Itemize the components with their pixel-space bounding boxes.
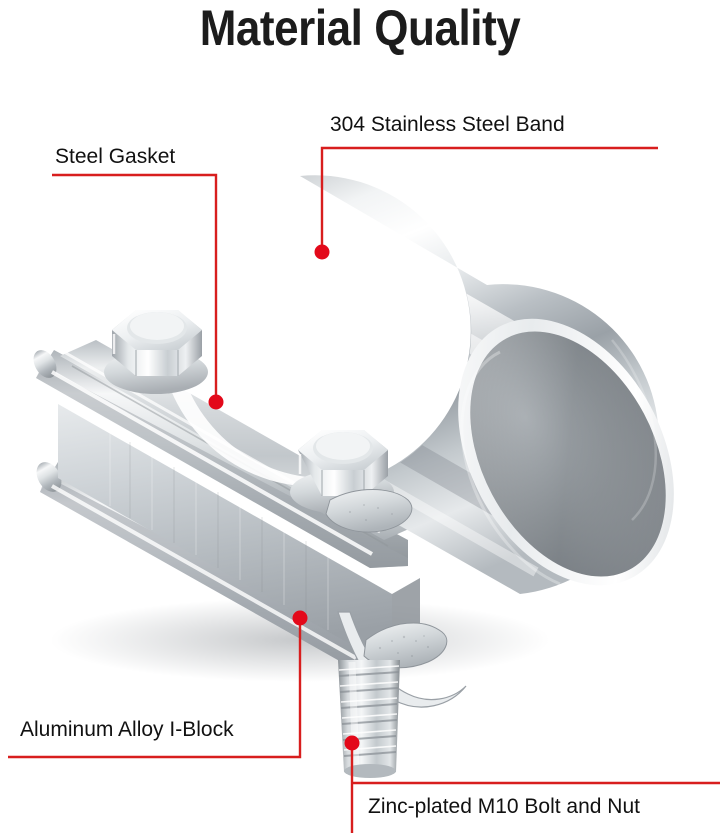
page-title: Material Quality — [199, 0, 521, 56]
callout-label-aluminum-i-block: Aluminum Alloy I-Block — [20, 718, 234, 741]
callout-label-steel-gasket: Steel Gasket — [55, 145, 176, 168]
leader-aluminum-i-block — [8, 610, 308, 759]
callout-dot-aluminum-i-block — [292, 610, 308, 626]
hex-nut-lower — [290, 430, 413, 533]
callout-dot-steel-gasket — [208, 394, 224, 410]
callout-label-zinc-bolt: Zinc-plated M10 Bolt and Nut — [368, 795, 640, 818]
i-block-web — [58, 404, 392, 668]
hex-nut-upper — [104, 310, 208, 394]
leader-steel-gasket — [52, 173, 224, 410]
callout-label-stainless-band: 304 Stainless Steel Band — [330, 113, 565, 136]
callout-dot-zinc-bolt — [344, 735, 360, 751]
leader-zinc-bolt — [344, 735, 720, 833]
leader-stainless-band — [314, 146, 658, 260]
callout-dot-stainless-band — [314, 244, 330, 260]
